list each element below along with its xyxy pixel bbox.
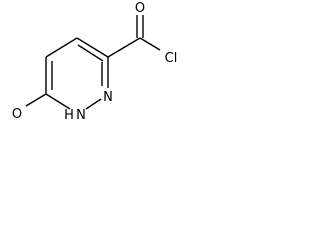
bond-c3-carbonyl xyxy=(107,37,141,58)
structure-diagram: O Cl N N H O xyxy=(12,1,177,123)
bond-c3-c4 xyxy=(76,37,109,58)
pyridazine-ring xyxy=(45,37,109,110)
bond-c3-c4-inner xyxy=(77,44,104,62)
bond-c4-c5 xyxy=(45,37,78,58)
atom-hydroxy-oxygen: O xyxy=(12,107,22,122)
substituents xyxy=(25,15,161,107)
bond-carbonyl-cl xyxy=(139,37,161,51)
atom-carbonyl-oxygen: O xyxy=(135,1,145,16)
atom-ring-nh-hydrogen: H xyxy=(64,108,74,123)
bond-c6-n1 xyxy=(45,93,71,110)
atom-ring-nitrogen: N xyxy=(103,90,113,105)
bond-c6-o xyxy=(25,93,47,107)
atom-labels: O Cl N N H O xyxy=(12,1,177,123)
bond-n1-n2 xyxy=(85,98,102,110)
atom-ring-nh-nitrogen: N xyxy=(76,108,86,123)
atom-chlorine: Cl xyxy=(165,51,178,66)
